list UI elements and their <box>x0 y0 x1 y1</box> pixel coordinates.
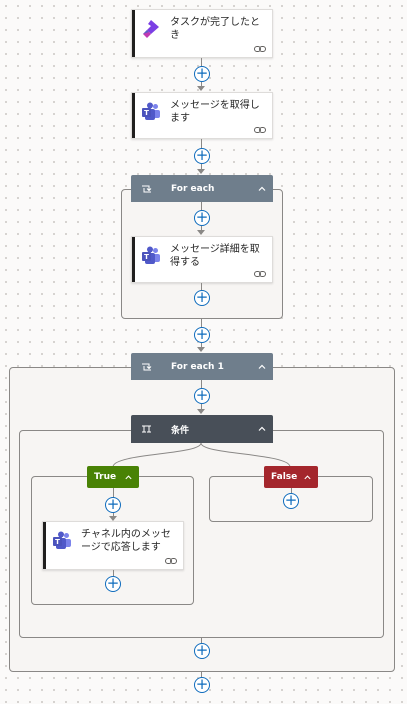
card-title: タスクが完了したとき <box>170 17 260 41</box>
condition-icon <box>142 425 151 433</box>
add-step-button[interactable]: + <box>283 491 299 509</box>
card-title: チャネル内のメッセージで応答します <box>81 529 171 553</box>
svg-text:T: T <box>144 253 149 261</box>
action-card-get-message-details[interactable]: T メッセージ詳細を取得する <box>131 236 273 283</box>
true-branch-label: True <box>94 472 117 482</box>
for-each-1-title: For each 1 <box>171 361 224 372</box>
svg-text:T: T <box>144 109 149 117</box>
connection-link-icon <box>254 127 266 133</box>
branch-connectors <box>112 443 291 468</box>
loop-icon <box>142 185 152 192</box>
svg-text:T: T <box>55 538 60 546</box>
trigger-card-task-completed[interactable]: タスクが完了したとき <box>131 9 273 58</box>
add-step-button[interactable]: + <box>194 288 210 306</box>
condition-title: 条件 <box>171 425 190 436</box>
action-card-reply-in-channel[interactable]: T チャネル内のメッセージで応答します <box>42 521 184 570</box>
add-step-button[interactable]: + <box>194 64 210 82</box>
card-accent-bar <box>43 522 46 569</box>
action-card-get-messages[interactable]: T メッセージを取得します <box>131 92 273 139</box>
add-step-button[interactable]: + <box>105 495 121 513</box>
chevron-up-icon[interactable] <box>257 424 267 434</box>
chevron-up-icon[interactable] <box>257 184 267 194</box>
teams-icon: T <box>142 246 160 264</box>
true-branch-header[interactable]: True <box>87 466 139 488</box>
card-title: メッセージを取得します <box>170 100 260 124</box>
card-accent-bar <box>132 93 135 138</box>
add-step-button[interactable]: + <box>105 574 121 592</box>
teams-icon: T <box>142 102 160 120</box>
add-step-button[interactable]: + <box>194 675 210 693</box>
card-accent-bar <box>132 10 135 57</box>
card-title: メッセージ詳細を取得する <box>170 244 260 268</box>
for-each-title: For each <box>171 183 215 194</box>
loop-icon <box>142 363 152 370</box>
chevron-up-icon[interactable] <box>124 473 133 482</box>
chevron-up-icon[interactable] <box>257 362 267 372</box>
add-step-button[interactable]: + <box>194 208 210 226</box>
card-accent-bar <box>132 237 135 282</box>
add-step-button[interactable]: + <box>194 641 210 659</box>
chevron-up-icon[interactable] <box>303 473 312 482</box>
planner-icon <box>143 20 159 38</box>
add-step-button[interactable]: + <box>194 386 210 404</box>
teams-icon: T <box>53 531 71 549</box>
connection-link-icon <box>254 46 266 52</box>
add-step-button[interactable]: + <box>194 325 210 343</box>
add-step-button[interactable]: + <box>194 146 210 164</box>
connection-link-icon <box>254 271 266 277</box>
false-branch-label: False <box>271 472 298 482</box>
for-each-header[interactable]: For each <box>131 175 273 202</box>
false-branch-header[interactable]: False <box>264 466 318 488</box>
for-each-1-header[interactable]: For each 1 <box>131 353 273 380</box>
connection-link-icon <box>165 558 177 564</box>
condition-header[interactable]: 条件 <box>131 415 273 443</box>
